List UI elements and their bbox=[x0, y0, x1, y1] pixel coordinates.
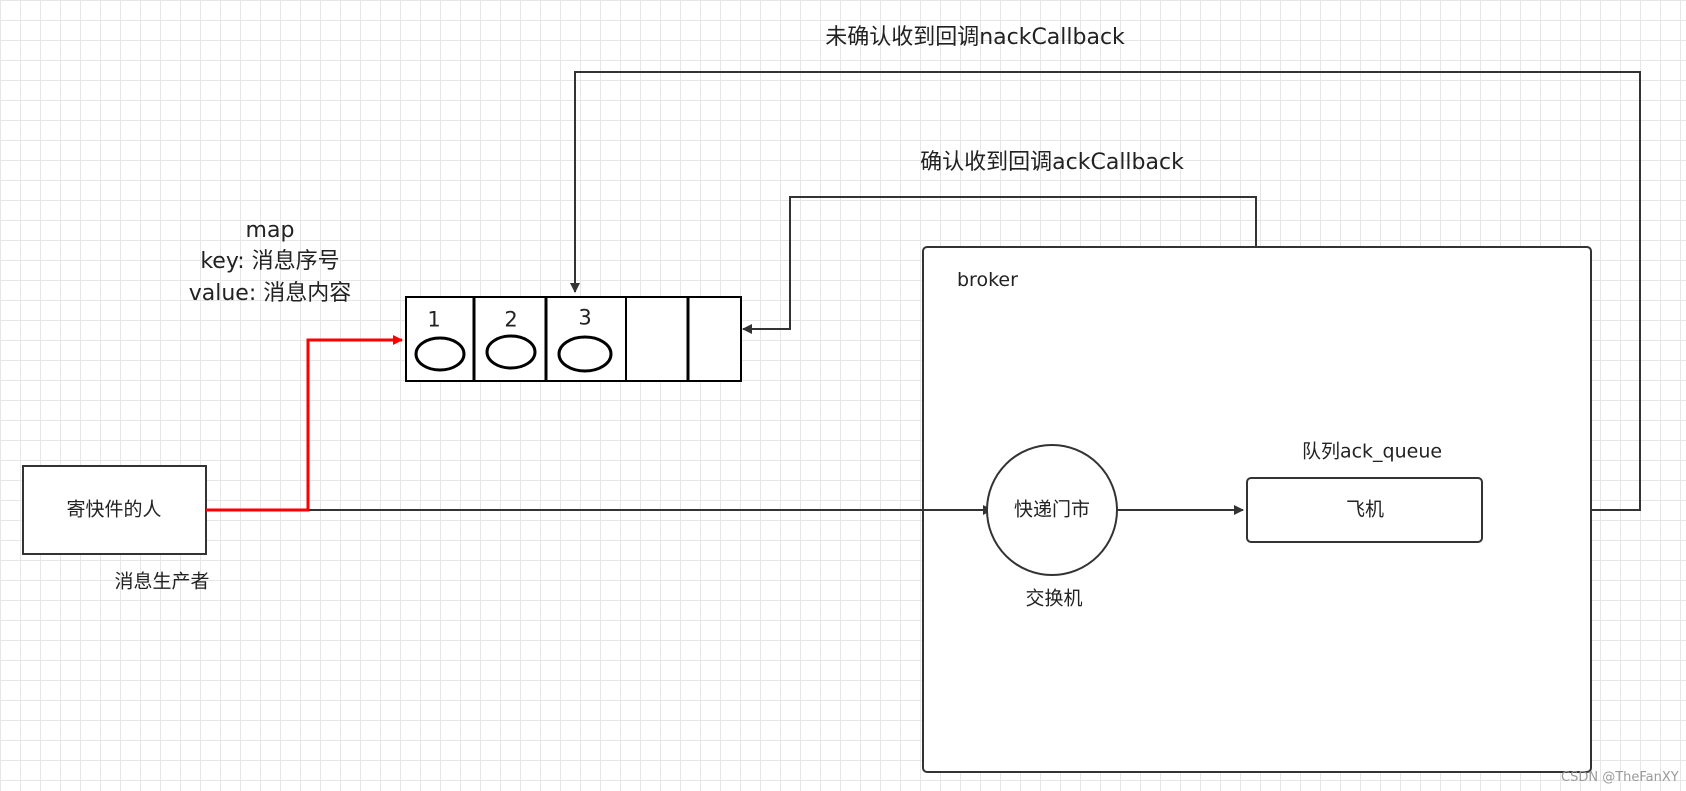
nack-callback-label: 未确认收到回调nackCallback bbox=[825, 25, 1125, 50]
message-token-3 bbox=[557, 335, 613, 373]
queue-label: 飞机 bbox=[1345, 498, 1385, 521]
exchange-label: 快递门市 bbox=[1013, 498, 1091, 521]
watermark: CSDN @TheFanXY bbox=[1561, 770, 1679, 785]
producer-caption: 消息生产者 bbox=[114, 570, 210, 593]
producer-label: 寄快件的人 bbox=[66, 498, 162, 521]
queue-title: 队列ack_queue bbox=[1301, 440, 1443, 463]
exchange-caption: 交换机 bbox=[1025, 587, 1083, 610]
broker-label: broker bbox=[957, 269, 1018, 291]
map-key-line: key: 消息序号 bbox=[200, 249, 340, 274]
producer-box bbox=[22, 465, 207, 555]
map-structure bbox=[405, 296, 742, 382]
ack-callback-arrow bbox=[742, 196, 1257, 334]
map-cell-label: 1 bbox=[427, 307, 441, 332]
nack-callback-arrow bbox=[570, 71, 1641, 511]
map-cell-label: 2 bbox=[504, 307, 518, 332]
message-token-2 bbox=[485, 334, 537, 370]
ack-callback-label: 确认收到回调ackCallback bbox=[920, 150, 1184, 175]
message-token-1 bbox=[414, 336, 466, 372]
map-value-line: value: 消息内容 bbox=[188, 281, 352, 306]
producer-to-map-arrow bbox=[206, 335, 403, 512]
map-title: map bbox=[245, 218, 295, 243]
map-cell-label: 3 bbox=[578, 305, 592, 330]
queue-box bbox=[1246, 477, 1483, 543]
